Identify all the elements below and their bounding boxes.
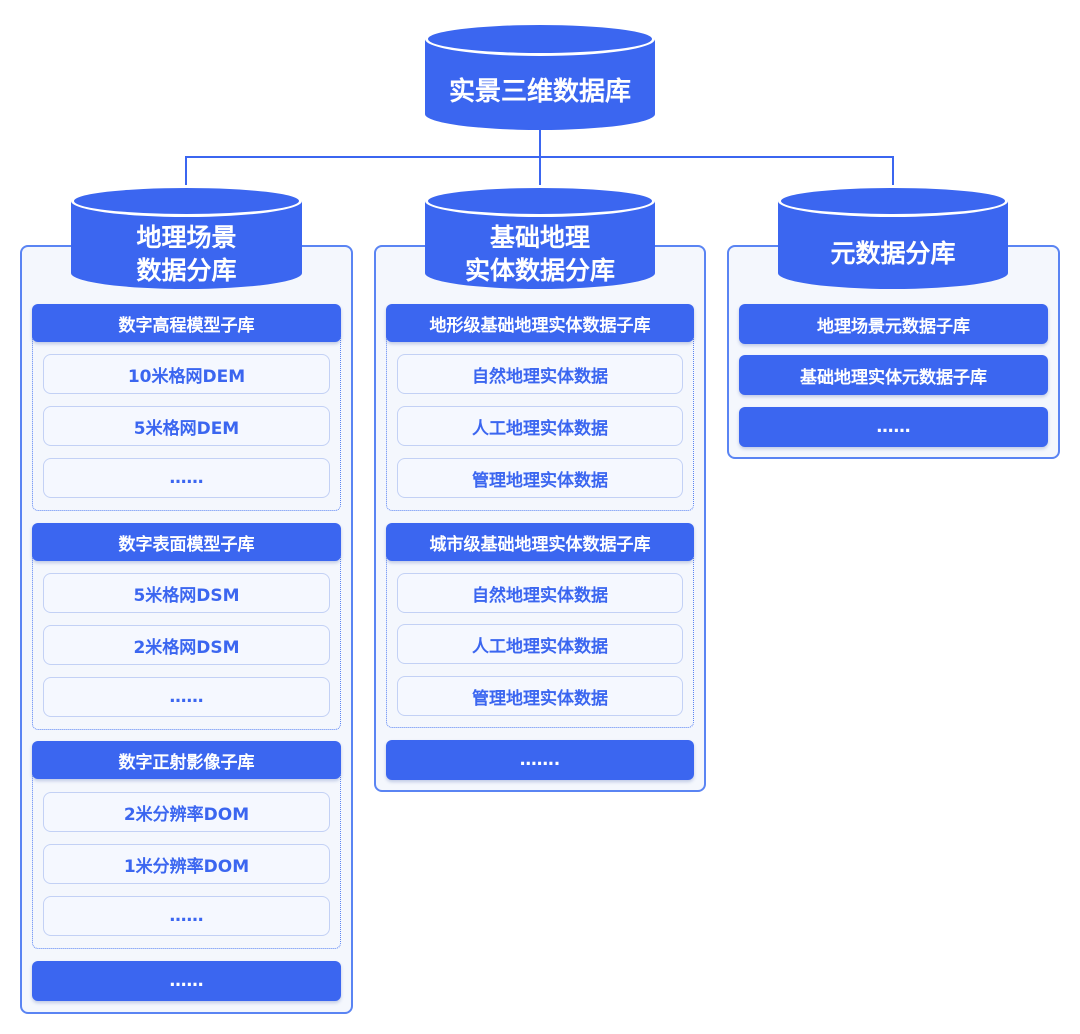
geo-scene-cylinder: 地理场景 数据分库 [71,185,302,289]
city-entity-group [386,542,694,728]
dem-group-header: 数字高程模型子库 [32,304,341,342]
basic-entity-more-bar: ……. [386,740,694,780]
metadata-item: 地理场景元数据子库 [739,304,1048,344]
city-entity-group-header: 城市级基础地理实体数据子库 [386,523,694,561]
metadata-cylinder: 元数据分库 [778,185,1008,289]
dem-item: …… [43,458,330,498]
geo-scene-title: 地理场景 数据分库 [136,223,237,285]
entity-item: 自然地理实体数据 [397,354,683,394]
dsm-group-header: 数字表面模型子库 [32,523,341,561]
metadata-more-bar: …… [739,407,1048,447]
root-database-cylinder: 实景三维数据库 [425,22,655,130]
entity-item: 管理地理实体数据 [397,676,683,716]
geo-scene-more-bar: …… [32,961,341,1001]
dom-group-header: 数字正射影像子库 [32,741,341,779]
entity-item: 自然地理实体数据 [397,573,683,613]
basic-entity-title: 基础地理 实体数据分库 [464,223,615,285]
dsm-item: 2米格网DSM [43,625,330,665]
entity-item: 人工地理实体数据 [397,406,683,446]
dom-group [32,760,341,949]
dom-item: …… [43,896,330,936]
dom-item: 2米分辨率DOM [43,792,330,832]
metadata-item: 基础地理实体元数据子库 [739,355,1048,395]
basic-entity-cylinder: 基础地理 实体数据分库 [425,185,655,289]
entity-item: 管理地理实体数据 [397,458,683,498]
dsm-item: 5米格网DSM [43,573,330,613]
terrain-entity-group-header: 地形级基础地理实体数据子库 [386,304,694,342]
dem-item: 5米格网DEM [43,406,330,446]
dom-item: 1米分辨率DOM [43,844,330,884]
metadata-title: 元数据分库 [830,239,956,268]
dsm-group [32,542,341,730]
terrain-entity-group [386,323,694,511]
entity-item: 人工地理实体数据 [397,624,683,664]
root-database-title: 实景三维数据库 [448,76,631,107]
dem-item: 10米格网DEM [43,354,330,394]
dem-group [32,323,341,511]
dsm-item: …… [43,677,330,717]
